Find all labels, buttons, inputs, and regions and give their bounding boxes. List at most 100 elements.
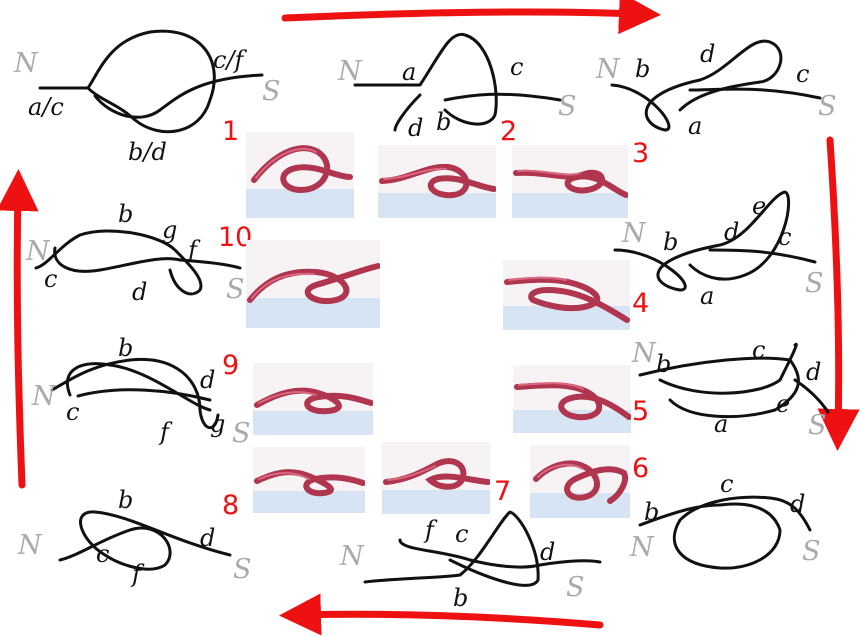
- step-number-3: 3: [632, 138, 650, 169]
- strand-label: b: [656, 350, 671, 378]
- endpoint-n-7: N: [339, 541, 365, 572]
- knot-step-2: N S a c d b: [337, 32, 577, 142]
- photo-table-surface: [512, 193, 628, 218]
- strand-label: b: [644, 498, 659, 526]
- rope-photo-2: [378, 145, 496, 218]
- endpoint-n-6: N: [629, 532, 655, 563]
- strand-label: e: [776, 390, 790, 418]
- endpoint-n-1: N: [13, 48, 39, 79]
- rope-photo-3: [512, 145, 628, 218]
- step-number-7: 7: [494, 476, 512, 507]
- endpoint-s-5: S: [808, 410, 827, 441]
- strand-label: e: [752, 192, 766, 220]
- photo-table-surface: [253, 490, 365, 513]
- step-number-2: 2: [500, 116, 518, 147]
- strand-label: f: [186, 236, 201, 264]
- strand-label: d: [200, 366, 215, 394]
- strand-label: c: [66, 398, 79, 426]
- knot-step-3: N S b d c a: [595, 39, 837, 140]
- strand-label: d: [700, 40, 715, 68]
- step-number-6: 6: [632, 453, 650, 484]
- endpoint-n-9: N: [31, 381, 57, 412]
- strand-label: g: [162, 216, 177, 244]
- knot-step-6: N S b c d: [629, 470, 821, 570]
- photo-table-surface: [382, 489, 490, 514]
- strand-label: b: [118, 200, 133, 228]
- strand-label: c: [778, 223, 791, 251]
- step-number-1: 1: [222, 116, 240, 147]
- endpoint-n-5: N: [631, 338, 657, 369]
- endpoint-s-2: S: [558, 91, 577, 122]
- cycle-arrow-left: [0, 169, 39, 489]
- endpoint-s-3: S: [818, 91, 837, 122]
- strand-label: c: [752, 336, 765, 364]
- strand-label: c: [796, 60, 809, 88]
- endpoint-n-2: N: [337, 56, 363, 87]
- strand-label: a: [402, 58, 416, 86]
- endpoint-s-1: S: [262, 76, 281, 107]
- strand-label: f: [423, 516, 438, 544]
- knot-step-5: N S b c d e a: [631, 336, 830, 441]
- endpoint-s-7: S: [566, 572, 585, 603]
- knot-step-7: N S f c d b: [339, 510, 602, 612]
- strand-label: d: [806, 358, 821, 386]
- knot-step-8: N S b d c f: [17, 486, 252, 588]
- cycle-arrow-top: [281, 0, 661, 35]
- endpoint-s-4: S: [805, 268, 824, 299]
- strand-label: a/c: [28, 93, 64, 121]
- rope-photo-9: [253, 363, 373, 435]
- photo-table-surface: [503, 306, 630, 330]
- strand-label: b: [635, 55, 650, 83]
- strand-label: d: [408, 114, 423, 142]
- rope-photo-1: [246, 132, 354, 218]
- strand-label: g: [210, 410, 225, 438]
- step-number-4: 4: [632, 288, 650, 319]
- endpoint-n-10: N: [25, 236, 51, 267]
- rope-photo-8: [253, 447, 365, 513]
- endpoint-n-8: N: [17, 530, 43, 561]
- strand-label: d: [540, 538, 555, 566]
- endpoint-s-6: S: [802, 536, 821, 567]
- rope-photo-5: [513, 365, 631, 433]
- strand-label: d: [790, 490, 805, 518]
- strand-label: b: [453, 584, 468, 612]
- strand-label: c: [455, 520, 468, 548]
- strand-label: c/f: [213, 46, 248, 74]
- knot-step-4: N S b d e c a: [613, 190, 824, 310]
- photo-table-surface: [378, 193, 496, 218]
- strand-label: f: [158, 418, 173, 446]
- endpoint-s-9: S: [232, 418, 251, 449]
- strand-label: c: [44, 265, 57, 293]
- photo-table-surface: [253, 410, 373, 435]
- knot-step-10: N S b g f c d: [25, 200, 245, 306]
- cycle-arrow-bottom: [279, 593, 604, 636]
- rope-photo-6: [530, 445, 630, 518]
- step-number-8: 8: [222, 490, 240, 521]
- rope-photo-4: [503, 260, 630, 330]
- strand-label: b: [118, 334, 133, 362]
- strand-label: d: [132, 278, 147, 306]
- strand-label: a: [688, 112, 702, 140]
- strand-label: a: [700, 282, 714, 310]
- rope-photo-10: [246, 240, 380, 328]
- photo-table-surface: [246, 298, 380, 328]
- strand-label: a: [714, 410, 728, 438]
- photo-table-surface: [513, 409, 631, 433]
- strand-label: d: [200, 524, 215, 552]
- step-number-9: 9: [222, 350, 240, 381]
- endpoint-s-8: S: [233, 554, 252, 585]
- endpoint-s-10: S: [226, 274, 245, 305]
- step-number-5: 5: [632, 396, 650, 427]
- cycle-arrow-right: [817, 136, 860, 451]
- strand-label: b: [436, 108, 451, 136]
- photo-table-surface: [246, 188, 354, 218]
- strand-label: b: [663, 228, 678, 256]
- strand-label: b: [118, 486, 133, 514]
- knot-step-9: N S b d c f g: [31, 334, 251, 449]
- strand-label: c: [510, 53, 523, 81]
- strand-label: f: [130, 560, 145, 588]
- endpoint-n-4: N: [621, 218, 647, 249]
- endpoint-n-3: N: [595, 54, 621, 85]
